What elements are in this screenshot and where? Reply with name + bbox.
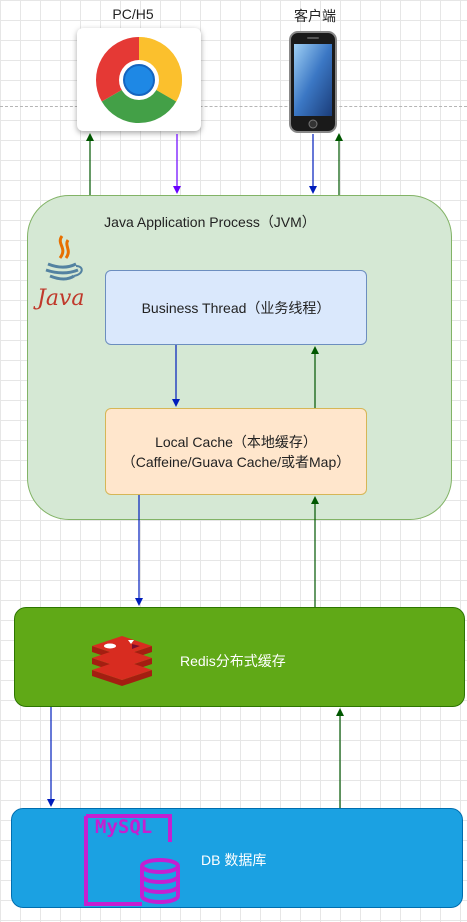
java-logo-icon [38,234,86,316]
client-boundary-line [0,106,467,107]
redis-label: Redis分布式缓存 [180,653,286,669]
db-label: DB 数据库 [201,852,267,868]
local-cache-title: Local Cache（本地缓存） [155,433,317,450]
business-thread-label: Business Thread（业务线程） [141,299,331,316]
chrome-icon [77,28,201,131]
jvm-title: Java Application Process（JVM） [104,214,316,230]
mysql-database-icon [82,812,182,908]
mobile-label: 客户端 [294,8,336,24]
local-cache-subtitle: （Caffeine/Guava Cache/或者Map） [121,453,351,470]
redis-box [14,607,465,707]
java-logo-text: Java [37,286,85,311]
mysql-logo-text: MySQL [95,816,153,838]
pc-label: PC/H5 [112,6,154,22]
business-thread-box: Business Thread（业务线程） [105,270,367,345]
local-cache-box: Local Cache（本地缓存） （Caffeine/Guava Cache/… [105,408,367,495]
redis-logo-icon [88,630,156,686]
mobile-phone-icon [288,30,338,134]
